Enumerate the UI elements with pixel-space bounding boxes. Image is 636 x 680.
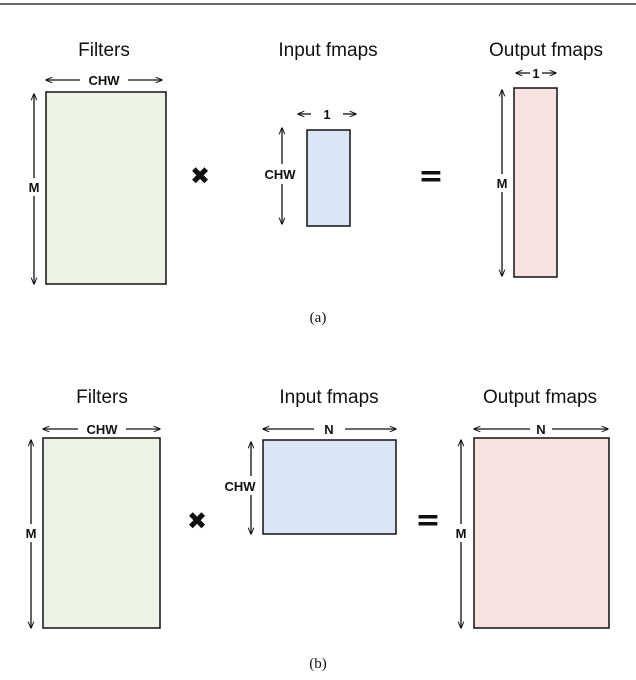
panel-b-output-height-label: M — [456, 526, 467, 541]
panel-b-filters-height-label: M — [26, 526, 37, 541]
panel-b-filters-matrix — [42, 437, 161, 629]
panel-b: Filters CHW M ✖ Input fmaps N CHW = Outp… — [26, 387, 610, 672]
panel-a-output-width-label: 1 — [532, 66, 539, 81]
panel-a-output-title: Output fmaps — [489, 40, 603, 61]
panel-b-input: Input fmaps N CHW — [224, 387, 397, 535]
panel-b-output-matrix — [473, 437, 610, 629]
panel-a-caption: (a) — [310, 310, 327, 326]
panel-a-multiply-icon: ✖ — [190, 162, 210, 190]
panel-b-output: Output fmaps N M — [456, 387, 610, 629]
panel-a-input-height-label: CHW — [264, 167, 296, 182]
panel-b-filters: Filters CHW M — [26, 387, 161, 629]
panel-a-output-height-label: M — [497, 176, 508, 191]
panel-b-filters-width-label: CHW — [86, 422, 118, 437]
panel-a-filters-width-label: CHW — [88, 73, 120, 88]
panel-b-input-matrix — [262, 439, 397, 535]
panel-a-output: Output fmaps 1 M — [489, 40, 603, 278]
panel-a-equals-icon: = — [418, 159, 443, 194]
panel-a-filters: Filters CHW M — [29, 40, 167, 285]
panel-a-input-title: Input fmaps — [278, 40, 377, 61]
panel-a-filters-title: Filters — [78, 40, 130, 61]
panel-b-filters-title: Filters — [76, 387, 128, 408]
panel-b-caption: (b) — [309, 656, 327, 672]
panel-b-equals-icon: = — [415, 503, 440, 538]
panel-a: Filters CHW M ✖ Input fmaps 1 CHW = Outp… — [29, 40, 603, 326]
panel-a-input-matrix — [306, 129, 351, 227]
panel-b-output-width-label: N — [536, 422, 545, 437]
panel-a-filters-matrix — [45, 91, 167, 285]
panel-b-input-title: Input fmaps — [279, 387, 378, 408]
panel-b-output-title: Output fmaps — [483, 387, 597, 408]
panel-a-output-matrix — [513, 87, 558, 278]
panel-b-input-height-label: CHW — [224, 479, 256, 494]
panel-a-input: Input fmaps 1 CHW — [264, 40, 378, 227]
panel-a-input-width-label: 1 — [323, 107, 330, 122]
panel-b-input-width-label: N — [324, 422, 333, 437]
panel-b-multiply-icon: ✖ — [187, 507, 207, 535]
panel-a-filters-height-label: M — [29, 180, 40, 195]
